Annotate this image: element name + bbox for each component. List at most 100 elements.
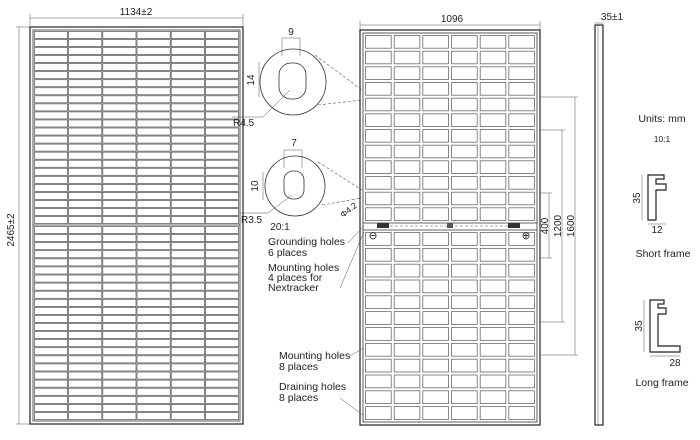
solar-cell bbox=[68, 135, 103, 144]
back-cell bbox=[365, 50, 392, 65]
solar-cell bbox=[205, 95, 239, 104]
solar-cell bbox=[136, 363, 171, 372]
solar-cell bbox=[102, 167, 137, 176]
solar-cell bbox=[205, 55, 239, 63]
back-cell bbox=[365, 232, 392, 246]
solar-cell bbox=[102, 274, 137, 283]
back-cell bbox=[365, 191, 392, 206]
solar-cell bbox=[136, 79, 171, 88]
solar-cell bbox=[34, 395, 68, 404]
solar-cell bbox=[205, 307, 239, 315]
solar-cell bbox=[136, 323, 171, 331]
solar-cell bbox=[102, 379, 137, 388]
short-frame-width: 12 bbox=[651, 225, 663, 236]
solar-cell bbox=[34, 167, 68, 176]
solar-cell bbox=[170, 242, 205, 251]
long-frame-caption: Long frame bbox=[635, 377, 688, 389]
detail-top-width: 9 bbox=[288, 27, 294, 38]
back-cell bbox=[393, 342, 421, 357]
solar-cell bbox=[170, 39, 205, 47]
solar-cell bbox=[170, 200, 205, 208]
solar-cell bbox=[102, 258, 137, 267]
solar-cell bbox=[205, 47, 239, 55]
back-cell bbox=[393, 390, 421, 405]
solar-cell bbox=[205, 266, 239, 275]
solar-cell bbox=[68, 242, 103, 251]
solar-cell bbox=[170, 47, 205, 55]
back-cell bbox=[508, 374, 535, 389]
back-cell bbox=[365, 295, 392, 310]
back-cell bbox=[365, 247, 392, 262]
back-cell bbox=[508, 144, 535, 159]
back-cell bbox=[422, 207, 449, 221]
solar-cell bbox=[205, 71, 239, 80]
solar-cell bbox=[68, 339, 103, 348]
solar-cell bbox=[68, 412, 103, 420]
back-cell bbox=[451, 390, 478, 405]
solar-cell bbox=[68, 290, 103, 299]
back-cell bbox=[451, 35, 478, 49]
back-cell bbox=[479, 50, 507, 65]
detail-top-radius-leader bbox=[262, 89, 291, 118]
back-cell bbox=[393, 35, 421, 49]
solar-cell bbox=[136, 47, 171, 55]
solar-cell bbox=[136, 103, 171, 112]
solar-cell bbox=[170, 379, 205, 388]
solar-cell bbox=[102, 71, 137, 80]
solar-cell bbox=[170, 331, 205, 339]
solar-cell bbox=[170, 355, 205, 364]
back-cell bbox=[508, 358, 535, 373]
solar-cell bbox=[102, 387, 137, 396]
solar-cell bbox=[68, 363, 103, 372]
solar-cell bbox=[170, 143, 205, 152]
back-cell bbox=[451, 129, 478, 143]
solar-cell bbox=[205, 39, 239, 47]
back-cell bbox=[422, 113, 449, 127]
back-cell bbox=[422, 327, 449, 341]
back-cell bbox=[393, 232, 421, 246]
solar-cell bbox=[68, 395, 103, 404]
solar-cell bbox=[68, 331, 103, 339]
back-cell bbox=[393, 176, 421, 190]
back-cell bbox=[479, 82, 507, 96]
units-scale: 10:1 bbox=[654, 134, 671, 144]
solar-cell bbox=[102, 31, 137, 39]
solar-cell bbox=[102, 39, 137, 47]
back-cell bbox=[508, 327, 535, 341]
solar-cell bbox=[136, 355, 171, 364]
back-cell bbox=[508, 160, 535, 174]
solar-cell bbox=[205, 167, 239, 176]
back-cell bbox=[393, 327, 421, 341]
solar-cell bbox=[34, 183, 68, 192]
solar-cell bbox=[205, 119, 239, 128]
back-cell bbox=[508, 191, 535, 206]
solar-cell bbox=[136, 290, 171, 299]
back-cell bbox=[508, 342, 535, 357]
solar-cell bbox=[170, 266, 205, 275]
solar-cell bbox=[205, 258, 239, 267]
front-view: 1134±2 2465±2 bbox=[6, 7, 244, 425]
solar-cell bbox=[68, 47, 103, 55]
back-cell bbox=[393, 113, 421, 127]
back-cell bbox=[479, 279, 507, 294]
solar-cell bbox=[136, 250, 171, 259]
solar-cell bbox=[205, 274, 239, 283]
back-cell bbox=[422, 295, 449, 310]
solar-cell bbox=[136, 347, 171, 356]
back-cell bbox=[393, 82, 421, 96]
long-frame-shape bbox=[649, 299, 681, 353]
back-cell bbox=[365, 342, 392, 357]
solar-cell bbox=[68, 298, 103, 307]
solar-cell bbox=[170, 183, 205, 192]
back-cell bbox=[365, 263, 392, 278]
solar-cell bbox=[102, 79, 137, 88]
solar-cell bbox=[170, 339, 205, 348]
solar-cell bbox=[102, 47, 137, 55]
solar-cell bbox=[136, 242, 171, 251]
back-cell bbox=[451, 50, 478, 65]
detail-bottom-height: 10 bbox=[250, 180, 261, 192]
solar-cell bbox=[34, 331, 68, 339]
back-view: 1096 ⊖ ⊕ Φ4.2 1600 1200 400 Grounding ho… bbox=[268, 14, 578, 426]
solar-cell bbox=[136, 282, 171, 291]
side-view: 35±1 bbox=[594, 12, 624, 426]
